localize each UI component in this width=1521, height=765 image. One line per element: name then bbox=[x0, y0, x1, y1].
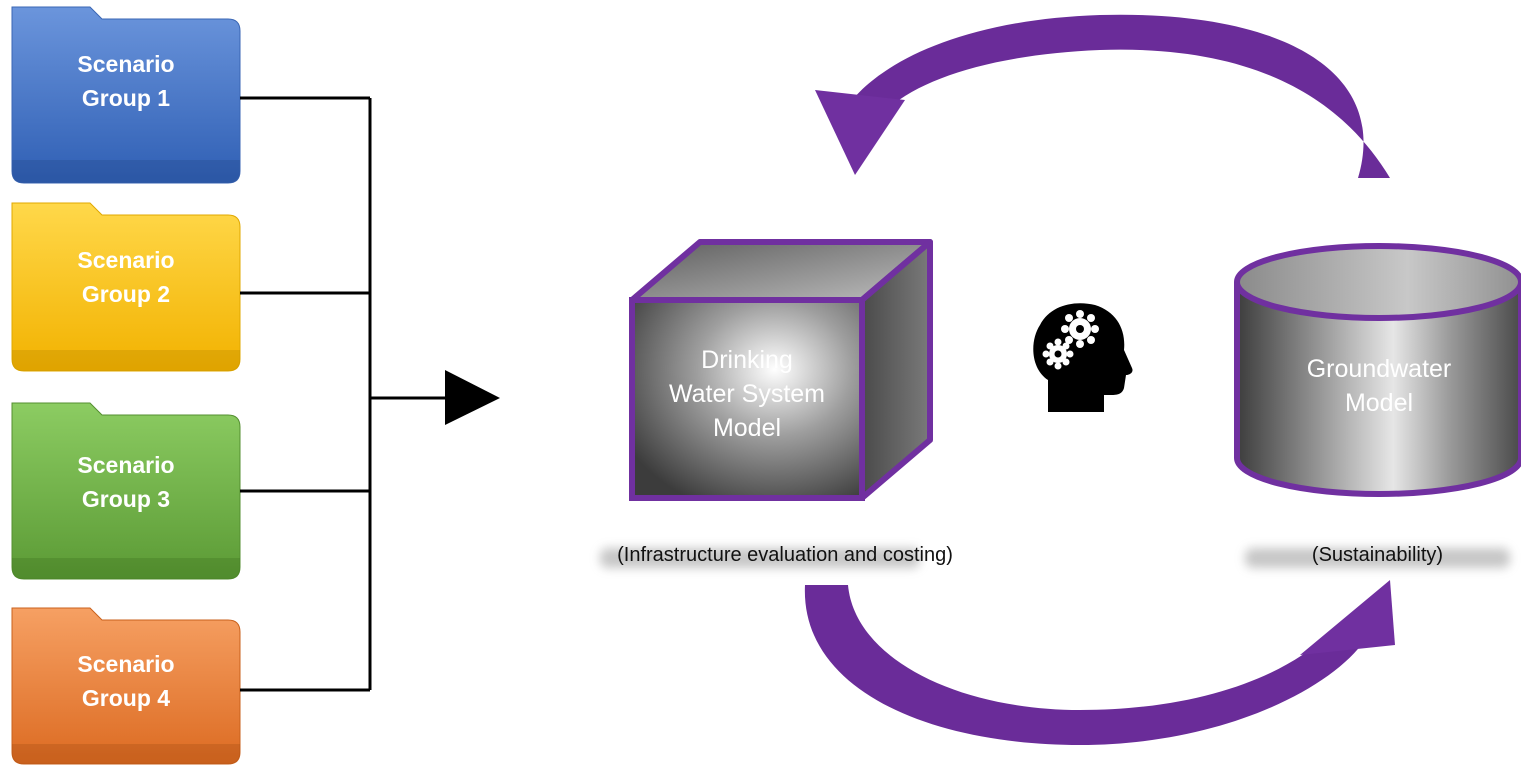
groundwater-caption: (Sustainability) bbox=[1311, 544, 1444, 566]
groundwater-cylinder bbox=[1234, 243, 1521, 497]
drinking-water-cube bbox=[629, 239, 933, 501]
folder-label-group-1: Scenario Group 1 bbox=[12, 47, 240, 115]
folder-group-3 bbox=[11, 402, 241, 580]
folder-label-line2: Group 2 bbox=[81, 281, 171, 307]
folder-label-group-4: Scenario Group 4 bbox=[12, 647, 240, 715]
folder-group-2 bbox=[11, 202, 241, 372]
connector-bracket bbox=[240, 96, 450, 692]
model-label-line2: Water System bbox=[668, 380, 826, 408]
folder-label-line1: Scenario bbox=[77, 651, 175, 677]
right-arrow-icon bbox=[445, 370, 500, 425]
model-label-line1: Groundwater bbox=[1306, 355, 1452, 383]
folder-group-4 bbox=[11, 607, 241, 765]
folder-label-line1: Scenario bbox=[77, 51, 175, 77]
folder-label-group-3: Scenario Group 3 bbox=[12, 448, 240, 516]
caption-shadow-right bbox=[1245, 548, 1510, 568]
folder-label-line2: Group 1 bbox=[81, 85, 171, 111]
folder-label-line2: Group 3 bbox=[81, 486, 171, 512]
folder-label-line1: Scenario bbox=[77, 247, 175, 273]
groundwater-model-label: Groundwater Model bbox=[1237, 352, 1521, 420]
model-label-line3: Model bbox=[712, 414, 782, 442]
folder-label-line2: Group 4 bbox=[81, 685, 171, 711]
drinking-water-model-label: Drinking Water System Model bbox=[632, 343, 862, 445]
folder-group-1 bbox=[11, 6, 241, 184]
model-label-line2: Model bbox=[1344, 389, 1414, 417]
curved-arrow-left-icon bbox=[815, 14, 1390, 178]
model-label-line1: Drinking bbox=[701, 346, 793, 374]
caption-shadow-left bbox=[600, 548, 920, 568]
curved-arrow-right-icon bbox=[804, 580, 1395, 745]
folder-label-group-2: Scenario Group 2 bbox=[12, 243, 240, 311]
folder-label-line1: Scenario bbox=[77, 452, 175, 478]
head-with-gears-icon bbox=[1033, 303, 1133, 412]
drinking-water-caption: (Infrastructure evaluation and costing) bbox=[617, 544, 953, 566]
